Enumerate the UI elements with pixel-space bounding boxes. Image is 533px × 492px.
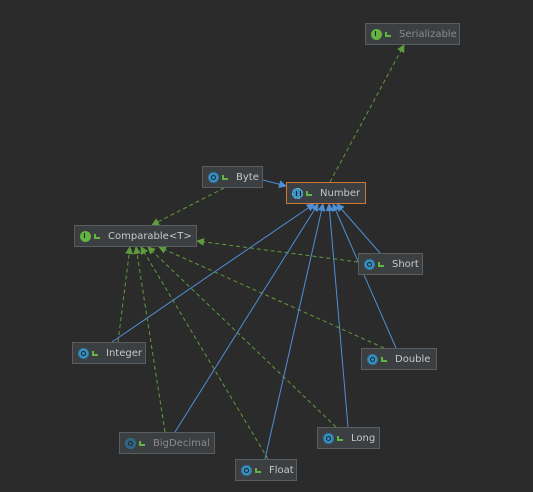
public-visibility-icon [306, 190, 312, 196]
node-label: Long [351, 432, 376, 444]
edge-double-to-number [332, 203, 397, 349]
node-label: Float [269, 464, 294, 476]
class-icon [367, 353, 378, 365]
node-label: Serializable [399, 28, 457, 40]
node-label: BigDecimal [153, 437, 210, 449]
edge-double-to-comparable [158, 246, 385, 349]
class-icon [323, 432, 334, 444]
node-label: Integer [106, 347, 142, 359]
public-visibility-icon [92, 350, 98, 356]
class-icon [125, 437, 136, 449]
public-visibility-icon [255, 467, 261, 473]
class-icon [208, 171, 219, 183]
edge-bigdecimal-to-comparable [133, 246, 166, 433]
edge-long-to-number [325, 203, 349, 428]
abstract-class-icon [292, 187, 303, 199]
edge-byte-to-comparable [151, 187, 225, 226]
public-visibility-icon [222, 174, 228, 180]
node-double[interactable]: Double [361, 348, 437, 370]
node-integer[interactable]: Integer [72, 342, 146, 364]
public-visibility-icon [337, 435, 343, 441]
class-icon [78, 347, 89, 359]
edge-short-to-number [336, 203, 381, 254]
edge-short-to-comparable [196, 237, 359, 263]
node-byte[interactable]: Byte [202, 166, 263, 188]
node-long[interactable]: Long [317, 427, 380, 449]
edge-bigdecimal-to-number [174, 203, 319, 433]
edge-byte-to-number [262, 179, 287, 189]
node-short[interactable]: Short [358, 253, 423, 275]
node-bigdecimal[interactable]: BigDecimal [119, 432, 215, 454]
edge-integer-to-comparable [117, 246, 134, 343]
public-visibility-icon [94, 233, 100, 239]
class-icon [364, 258, 375, 270]
node-float[interactable]: Float [235, 459, 297, 481]
node-serializable[interactable]: Serializable [365, 23, 460, 45]
node-comparable[interactable]: Comparable<T> [74, 225, 197, 247]
node-label: Double [395, 353, 431, 365]
public-visibility-icon [381, 356, 387, 362]
node-number[interactable]: Number [286, 182, 366, 204]
interface-icon [371, 28, 382, 40]
edge-number-to-serializable [329, 44, 405, 183]
public-visibility-icon [139, 440, 145, 446]
node-label: Byte [236, 171, 259, 183]
node-label: Number [320, 187, 361, 199]
edge-long-to-comparable [147, 246, 337, 428]
edge-integer-to-number [111, 203, 315, 343]
class-icon [241, 464, 252, 476]
public-visibility-icon [385, 31, 391, 37]
node-label: Short [392, 258, 419, 270]
node-label: Comparable<T> [108, 230, 192, 242]
interface-icon [80, 230, 91, 242]
public-visibility-icon [378, 261, 384, 267]
edge-float-to-number [264, 203, 326, 460]
edge-float-to-comparable [140, 246, 269, 460]
